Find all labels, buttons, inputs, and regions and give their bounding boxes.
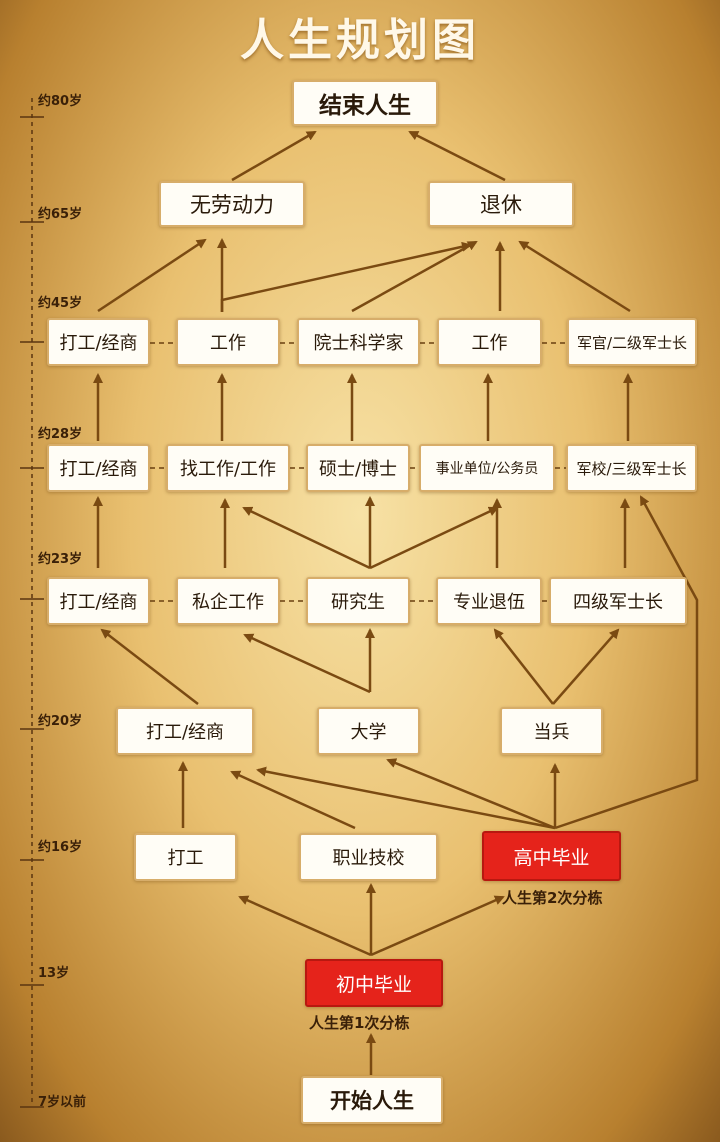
node-end-life: 结束人生 [292,80,438,126]
node-retire: 退休 [428,181,574,227]
node-45-academician: 院士科学家 [297,318,420,366]
node-45-work-business: 打工/经商 [47,318,150,366]
age-label-45: 约45岁 [38,296,83,311]
node-45-job-2: 工作 [437,318,542,366]
node-16-vocational-school: 职业技校 [299,833,438,881]
node-28-find-job: 找工作/工作 [166,444,290,492]
node-20-work-business: 打工/经商 [116,707,254,755]
age-label-28: 约28岁 [38,427,83,442]
age-label-7: 7岁以前 [38,1095,87,1110]
node-20-university: 大学 [317,707,420,755]
sublabel-first-split: 人生第1次分栋 [309,1014,410,1032]
node-16-high-school-graduate: 高中毕业 [482,831,621,881]
node-23-private-company: 私企工作 [176,577,280,625]
arrows [93,130,699,1075]
node-28-civil-service: 事业单位/公务员 [419,444,555,492]
node-16-labor: 打工 [134,833,237,881]
node-23-sergeant-4: 四级军士长 [549,577,687,625]
node-start-life: 开始人生 [301,1076,443,1124]
node-13-middle-school-graduate: 初中毕业 [305,959,443,1007]
age-label-80: 约80岁 [38,94,83,109]
page-title: 人生规划图 [240,15,480,66]
node-45-job: 工作 [176,318,280,366]
node-28-master-phd: 硕士/博士 [306,444,410,492]
node-no-labor: 无劳动力 [159,181,305,227]
age-label-23: 约23岁 [38,552,83,567]
node-45-officer: 军官/二级军士长 [567,318,697,366]
node-28-military-academy: 军校/三级军士长 [566,444,697,492]
row-connectors [150,342,567,602]
node-20-soldier: 当兵 [500,707,603,755]
sublabel-second-split: 人生第2次分栋 [502,889,603,907]
age-label-65: 约65岁 [38,207,83,222]
age-timeline [20,98,44,1108]
node-28-work-business: 打工/经商 [47,444,150,492]
node-23-work-business: 打工/经商 [47,577,150,625]
age-label-20: 约20岁 [38,714,83,729]
node-23-veteran: 专业退伍 [436,577,542,625]
age-label-13: 13岁 [38,966,70,981]
age-label-16: 约16岁 [38,840,83,855]
node-23-graduate: 研究生 [306,577,410,625]
